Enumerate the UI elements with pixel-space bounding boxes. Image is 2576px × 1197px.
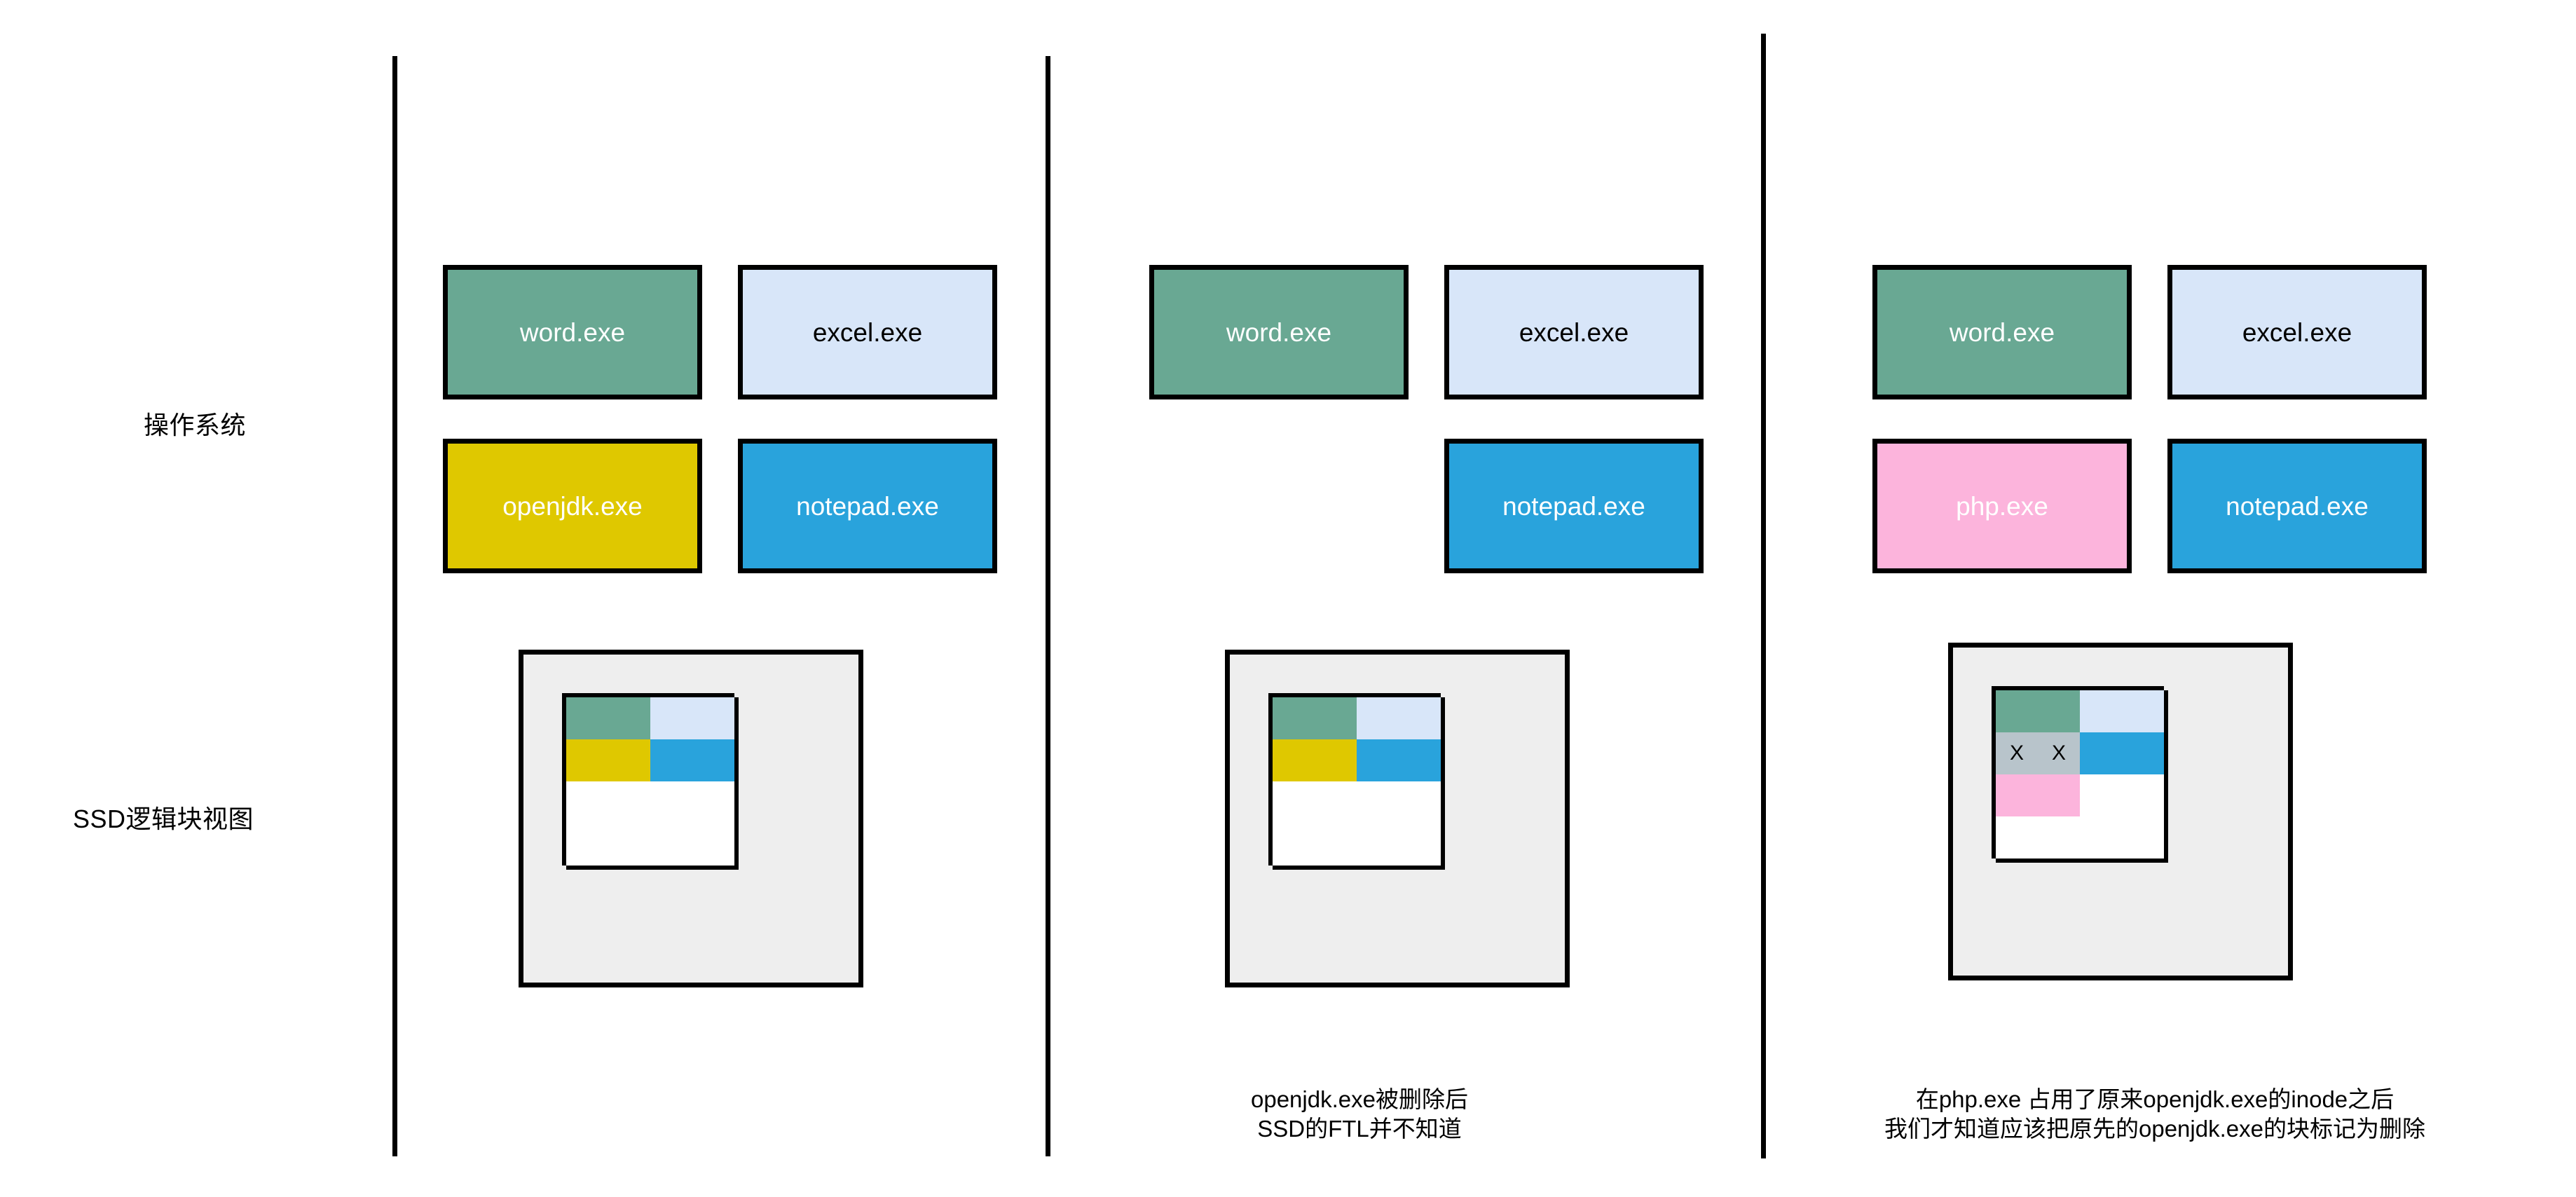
ssd-block-cell bbox=[1399, 739, 1445, 786]
ssd-block-cell bbox=[2122, 732, 2168, 779]
ssd-block-cell bbox=[2080, 816, 2126, 863]
file-box: word.exe bbox=[443, 265, 702, 399]
ssd-block-grid bbox=[1268, 693, 1445, 870]
ssd-block-cell bbox=[1357, 739, 1403, 786]
ssd-block-cell bbox=[566, 781, 612, 828]
ssd-block-cell bbox=[566, 697, 612, 744]
ssd-chassis bbox=[1225, 650, 1570, 987]
ssd-block-cell bbox=[692, 739, 739, 786]
ssd-block-cell bbox=[1273, 823, 1319, 870]
ssd-block-cell bbox=[566, 739, 612, 786]
ssd-block-cell bbox=[608, 697, 655, 744]
ssd-block-cell bbox=[1996, 816, 2042, 863]
file-box-label: notepad.exe bbox=[1502, 491, 1645, 521]
file-box: notepad.exe bbox=[2167, 439, 2427, 573]
file-box: php.exe bbox=[1872, 439, 2132, 573]
file-box-label: excel.exe bbox=[1519, 317, 1629, 347]
file-box: notepad.exe bbox=[738, 439, 997, 573]
panel-caption: openjdk.exe被删除后 SSD的FTL并不知道 bbox=[1251, 1086, 1468, 1142]
ssd-chassis bbox=[519, 650, 863, 987]
ssd-block-cell bbox=[692, 697, 739, 744]
ssd-block-cell bbox=[650, 823, 697, 870]
file-box: openjdk.exe bbox=[443, 439, 702, 573]
panel-divider-2 bbox=[1046, 56, 1050, 1156]
ssd-block-cell bbox=[1996, 690, 2042, 737]
ssd-block-cell bbox=[650, 781, 697, 828]
ssd-block-cell: X bbox=[1996, 732, 2042, 779]
row-label-operating-system: 操作系统 bbox=[144, 411, 247, 439]
ssd-block-cell bbox=[1399, 823, 1445, 870]
file-box: excel.exe bbox=[2167, 265, 2427, 399]
file-box: excel.exe bbox=[738, 265, 997, 399]
file-box-label: notepad.exe bbox=[2226, 491, 2369, 521]
file-box: word.exe bbox=[1872, 265, 2132, 399]
file-box-label: openjdk.exe bbox=[502, 491, 643, 521]
ssd-block-cell bbox=[2080, 774, 2126, 821]
ssd-block-cell bbox=[2038, 816, 2084, 863]
ssd-block-cell bbox=[1357, 823, 1403, 870]
panel-divider-3 bbox=[1761, 34, 1766, 1158]
ssd-block-cell bbox=[692, 823, 739, 870]
ssd-block-cell bbox=[2038, 690, 2084, 737]
ssd-block-cell bbox=[1996, 774, 2042, 821]
ssd-block-cell bbox=[1357, 697, 1403, 744]
ssd-block-cell bbox=[1273, 739, 1319, 786]
ssd-block-cell bbox=[1315, 739, 1361, 786]
file-box-label: word.exe bbox=[519, 317, 626, 347]
panel-caption: 在php.exe 占用了原来openjdk.exe的inode之后 我们才知道应… bbox=[1884, 1086, 2425, 1142]
ssd-block-cell bbox=[650, 697, 697, 744]
ssd-block-cell bbox=[1273, 697, 1319, 744]
ssd-block-cell bbox=[1399, 781, 1445, 828]
file-box-label: excel.exe bbox=[812, 317, 923, 347]
file-box: excel.exe bbox=[1444, 265, 1704, 399]
row-label-ssd-block-view: SSD逻辑块视图 bbox=[73, 805, 254, 833]
ssd-block-cell bbox=[1357, 781, 1403, 828]
ssd-block-cell bbox=[608, 781, 655, 828]
ssd-block-cell bbox=[2038, 774, 2084, 821]
file-box-label: php.exe bbox=[1956, 491, 2048, 521]
file-box: notepad.exe bbox=[1444, 439, 1704, 573]
file-box: word.exe bbox=[1149, 265, 1409, 399]
ssd-block-cell bbox=[2122, 774, 2168, 821]
ssd-block-cell bbox=[608, 739, 655, 786]
ssd-block-cell bbox=[1273, 781, 1319, 828]
ssd-block-cell bbox=[2122, 690, 2168, 737]
ssd-block-cell: X bbox=[2038, 732, 2084, 779]
ssd-block-cell bbox=[608, 823, 655, 870]
ssd-block-cell bbox=[1315, 697, 1361, 744]
ssd-block-cell bbox=[1399, 697, 1445, 744]
ssd-block-cell bbox=[692, 781, 739, 828]
ssd-block-cell bbox=[2080, 690, 2126, 737]
deleted-mark-icon: X bbox=[2009, 741, 2024, 765]
ssd-block-cell bbox=[566, 823, 612, 870]
file-box-label: word.exe bbox=[1226, 317, 1332, 347]
ssd-block-grid bbox=[562, 693, 739, 870]
ssd-block-cell bbox=[2080, 732, 2126, 779]
ssd-block-cell bbox=[650, 739, 697, 786]
ssd-block-cell bbox=[2122, 816, 2168, 863]
file-box-label: excel.exe bbox=[2242, 317, 2352, 347]
ssd-block-cell bbox=[1315, 781, 1361, 828]
deleted-mark-icon: X bbox=[2051, 741, 2066, 765]
ssd-block-cell bbox=[1315, 823, 1361, 870]
file-box-label: word.exe bbox=[1949, 317, 2055, 347]
file-box-label: notepad.exe bbox=[796, 491, 939, 521]
panel-divider-1 bbox=[392, 56, 397, 1156]
